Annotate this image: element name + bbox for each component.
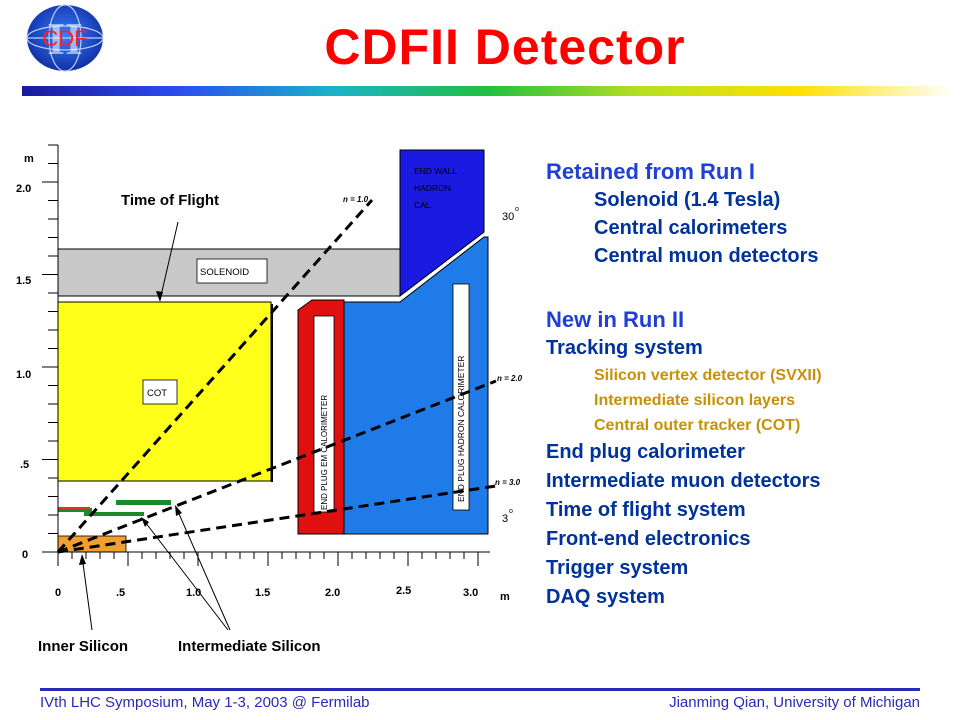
x-tick-label-0: 0 bbox=[55, 587, 61, 599]
solenoid-label: SOLENOID bbox=[200, 267, 249, 278]
eta-3-label: n = 3.0 bbox=[495, 478, 521, 487]
tracking-subitem: Silicon vertex detector (SVXII) bbox=[594, 367, 822, 384]
eta-1-label: n = 1.0 bbox=[343, 195, 369, 204]
new-heading: New in Run II bbox=[546, 307, 685, 332]
em-cal-label: END PLUG EM CALORIMETER bbox=[320, 395, 329, 510]
angle-30-label: 30 bbox=[502, 211, 514, 223]
isl-layer-2 bbox=[84, 512, 144, 516]
isl-arrow-2 bbox=[175, 506, 231, 631]
angle-30-degree: o bbox=[515, 206, 519, 213]
inner-silicon-arrowhead bbox=[79, 554, 86, 565]
y-tick-label-1-0: 1.0 bbox=[16, 369, 31, 381]
title-divider bbox=[22, 86, 954, 96]
eta-1-line bbox=[56, 199, 374, 553]
retained-heading: Retained from Run I bbox=[546, 159, 756, 184]
detector-diagram: m 2.0 1.5 1.0 .5 0 0 .5 1.0 1.5 2.0 2.5 … bbox=[16, 144, 523, 655]
footer-event: IVth LHC Symposium, May 1-3, 2003 @ Ferm… bbox=[40, 694, 370, 711]
feature-list: Retained from Run I Solenoid (1.4 Tesla)… bbox=[546, 158, 956, 612]
angle-3-label: 3 bbox=[502, 513, 508, 525]
end-wall-label-2: HADRON bbox=[414, 183, 451, 193]
tracking-subitem: Central outer tracker (COT) bbox=[594, 417, 801, 434]
end-wall-label-3: CAL. bbox=[414, 200, 433, 210]
y-axis-ticks bbox=[42, 144, 58, 553]
end-wall-hadron-cal bbox=[399, 149, 485, 298]
cot-label: COT bbox=[147, 388, 167, 399]
intermediate-silicon-label: Intermediate Silicon bbox=[178, 638, 321, 655]
retained-item: Central muon detectors bbox=[594, 245, 819, 267]
inner-silicon-label: Inner Silicon bbox=[38, 638, 128, 655]
x-axis-unit: m bbox=[500, 591, 510, 603]
x-tick-label-2-0: 2.0 bbox=[325, 587, 340, 599]
y-tick-label-0: 0 bbox=[22, 549, 28, 561]
y-tick-label-0-5: .5 bbox=[20, 459, 29, 471]
new-item: End plug calorimeter bbox=[546, 441, 745, 463]
cot-label-box bbox=[142, 379, 178, 405]
tracking-subitem: Intermediate silicon layers bbox=[594, 392, 795, 409]
had-cal-label: END PLUG HADRON CALORIMETER bbox=[456, 356, 466, 502]
logo-text: CDF bbox=[42, 26, 87, 51]
retained-item: Solenoid (1.4 Tesla) bbox=[594, 189, 781, 211]
time-of-flight-label: Time of Flight bbox=[121, 192, 219, 209]
inner-silicon-arrow bbox=[81, 555, 93, 631]
solenoid-label-box bbox=[196, 258, 268, 284]
logo-numeral: II bbox=[47, 13, 83, 64]
x-tick-label-1-5: 1.5 bbox=[255, 587, 270, 599]
tracking-item: Tracking system bbox=[546, 337, 703, 359]
isl-arrowhead-2 bbox=[175, 505, 182, 516]
page-title: CDFII Detector bbox=[324, 19, 686, 75]
y-axis-unit: m bbox=[24, 153, 34, 165]
y-tick-label-2-0: 2.0 bbox=[16, 183, 31, 195]
new-item: Front-end electronics bbox=[546, 528, 751, 550]
tof-arrowhead bbox=[156, 291, 163, 302]
isl-layer-3 bbox=[116, 500, 171, 505]
angle-3-degree: o bbox=[509, 508, 513, 515]
y-tick-label-1-5: 1.5 bbox=[16, 275, 31, 287]
eta-3-line bbox=[57, 484, 497, 554]
isl-arrow-1 bbox=[141, 517, 229, 631]
cdf-logo: II CDF bbox=[26, 4, 104, 72]
spacer bbox=[546, 270, 956, 306]
new-item: DAQ system bbox=[546, 586, 665, 608]
isl-arrowhead-1 bbox=[141, 517, 149, 527]
footer-divider bbox=[40, 688, 920, 691]
eta-2-line bbox=[57, 379, 497, 554]
end-wall-label-1: END WALL bbox=[414, 166, 457, 176]
new-item: Trigger system bbox=[546, 557, 689, 579]
x-tick-label-3-0: 3.0 bbox=[463, 587, 478, 599]
x-axis-ticks bbox=[57, 552, 479, 566]
x-tick-label-0-5: .5 bbox=[116, 587, 125, 599]
isl-layer-1 bbox=[58, 508, 92, 512]
new-item: Intermediate muon detectors bbox=[546, 470, 821, 492]
eta-2-label: n = 2.0 bbox=[497, 374, 523, 383]
footer-author: Jianming Qian, University of Michigan bbox=[669, 694, 920, 711]
retained-item: Central calorimeters bbox=[594, 217, 788, 239]
tof-arrow bbox=[159, 221, 179, 301]
new-item: Time of flight system bbox=[546, 499, 746, 521]
em-cal-label-box bbox=[313, 315, 335, 513]
x-tick-label-2-5: 2.5 bbox=[396, 585, 411, 597]
